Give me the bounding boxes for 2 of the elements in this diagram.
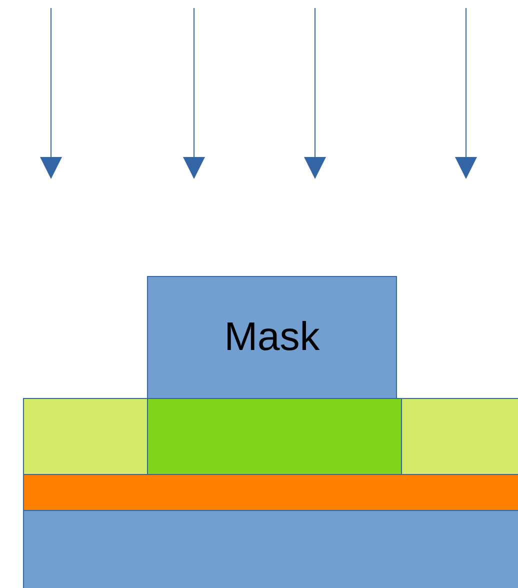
mask-label: Mask bbox=[224, 315, 320, 360]
mask-block bbox=[147, 276, 397, 399]
